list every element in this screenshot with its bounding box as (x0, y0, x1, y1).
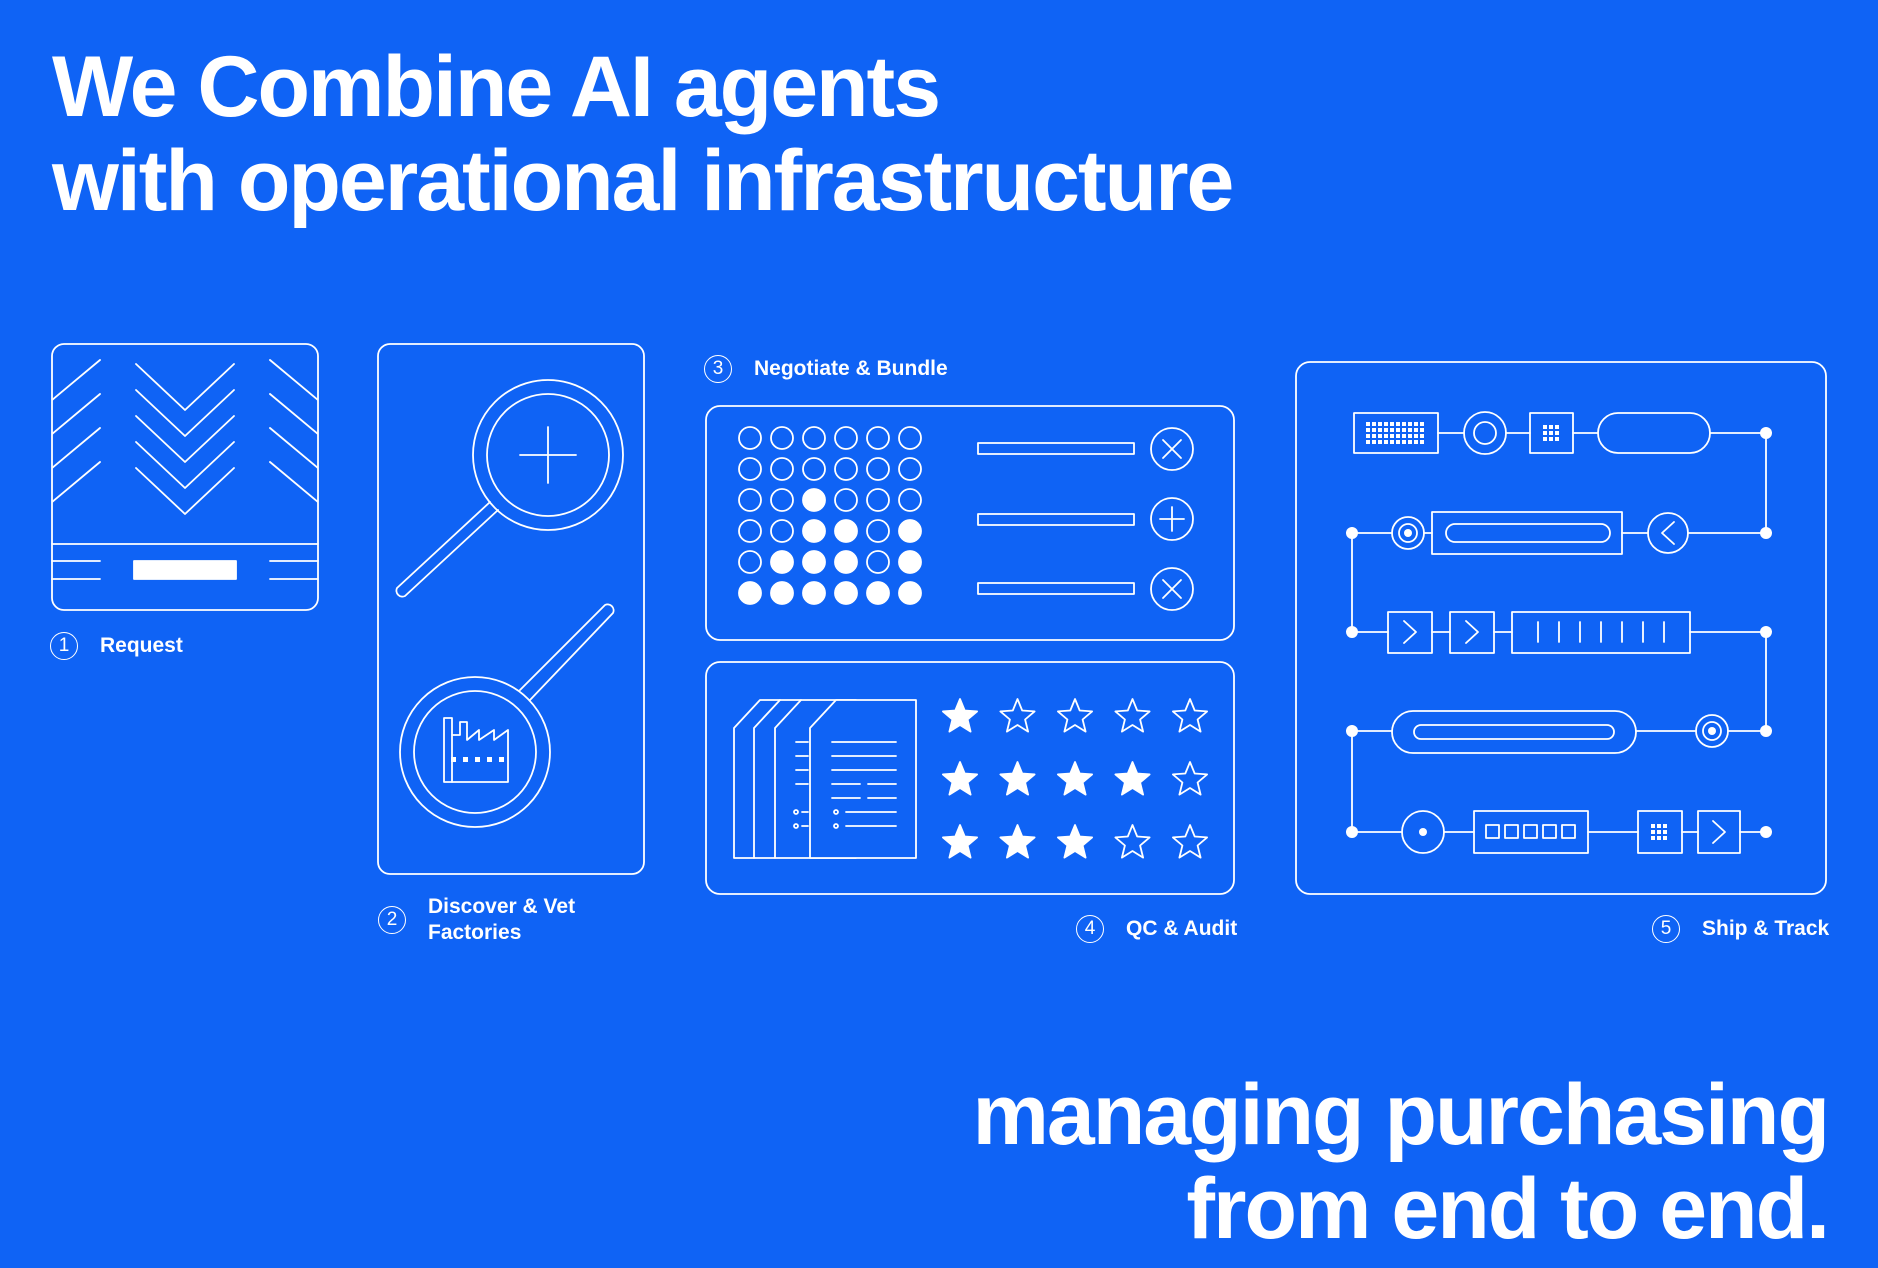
star-empty-icon (1114, 698, 1151, 733)
star-empty-icon (999, 698, 1036, 733)
star-filled-icon (942, 761, 978, 796)
step-4-label: 4 QC & Audit (1076, 915, 1238, 943)
step-3-text: Negotiate & Bundle (754, 357, 948, 380)
star-filled-icon (942, 698, 978, 733)
qc-icon (705, 661, 1235, 895)
matrix-dot (738, 457, 762, 481)
matrix-dot (866, 550, 890, 574)
star-empty-icon (1057, 698, 1093, 733)
step-3-number: 3 (704, 355, 732, 383)
matrix-dot (802, 519, 826, 543)
star-ratings (942, 698, 1208, 859)
tagline: managing purchasing from end to end. (972, 1067, 1830, 1257)
matrix-dot (834, 519, 858, 543)
step-5-text: Ship & Track (1702, 917, 1830, 940)
step-4-number: 4 (1076, 915, 1104, 943)
step-3-label: 3 Negotiate & Bundle (704, 355, 948, 383)
step-1-text: Request (100, 634, 183, 657)
matrix-dot (770, 457, 794, 481)
step-1-label: 1 Request (50, 632, 183, 660)
dot-matrix (738, 426, 922, 605)
matrix-dot (770, 488, 794, 512)
negotiate-icon (705, 405, 1235, 641)
step-2-text-line-1: Discover & Vet (428, 895, 576, 918)
step-5-number: 5 (1652, 915, 1680, 943)
step-4-text: QC & Audit (1126, 917, 1238, 940)
star-filled-icon (1114, 761, 1151, 796)
star-filled-icon (1057, 761, 1093, 796)
matrix-dot (898, 488, 922, 512)
step-2-number: 2 (378, 906, 406, 934)
star-filled-icon (999, 761, 1036, 796)
close-icon (1150, 427, 1194, 471)
ship-icon (1295, 361, 1827, 895)
matrix-dot (802, 457, 826, 481)
matrix-dot (770, 519, 794, 543)
matrix-dot (802, 550, 826, 574)
headline-line-1: We Combine AI agents (52, 39, 941, 135)
step-1-number: 1 (50, 632, 78, 660)
matrix-dot (738, 581, 762, 605)
discover-icon (377, 343, 645, 875)
matrix-dot (834, 457, 858, 481)
matrix-dot (866, 519, 890, 543)
matrix-dot (866, 457, 890, 481)
close-icon (1150, 567, 1194, 611)
matrix-dot (738, 550, 762, 574)
matrix-dot (738, 519, 762, 543)
step-2-label: 2 Discover & Vet Factories (378, 894, 575, 946)
step-2-text-line-2: Factories (428, 921, 522, 944)
headline: We Combine AI agents with operational in… (52, 39, 1234, 229)
star-empty-icon (1172, 824, 1208, 859)
star-filled-icon (1057, 824, 1093, 859)
matrix-dot (802, 426, 826, 450)
tagline-line-1: managing purchasing (972, 1067, 1830, 1163)
tagline-line-2: from end to end. (1186, 1161, 1830, 1257)
star-empty-icon (1172, 698, 1208, 733)
matrix-dot (802, 581, 826, 605)
matrix-dot (738, 426, 762, 450)
plus-icon (1150, 497, 1194, 541)
matrix-dot (898, 581, 922, 605)
matrix-dot (898, 457, 922, 481)
star-empty-icon (1114, 824, 1151, 859)
matrix-dot (834, 550, 858, 574)
matrix-dot (898, 426, 922, 450)
star-filled-icon (999, 824, 1036, 859)
star-empty-icon (1172, 761, 1208, 796)
request-icon (51, 343, 319, 611)
matrix-dot (738, 488, 762, 512)
headline-line-2: with operational infrastructure (52, 133, 1234, 229)
matrix-dot (898, 550, 922, 574)
star-filled-icon (942, 824, 978, 859)
matrix-dot (866, 581, 890, 605)
matrix-dot (770, 581, 794, 605)
matrix-dot (866, 488, 890, 512)
matrix-dot (802, 488, 826, 512)
matrix-dot (834, 426, 858, 450)
matrix-dot (834, 488, 858, 512)
matrix-dot (834, 581, 858, 605)
matrix-dot (770, 550, 794, 574)
matrix-dot (866, 426, 890, 450)
matrix-dot (770, 426, 794, 450)
step-5-label: 5 Ship & Track (1652, 915, 1830, 943)
matrix-dot (898, 519, 922, 543)
